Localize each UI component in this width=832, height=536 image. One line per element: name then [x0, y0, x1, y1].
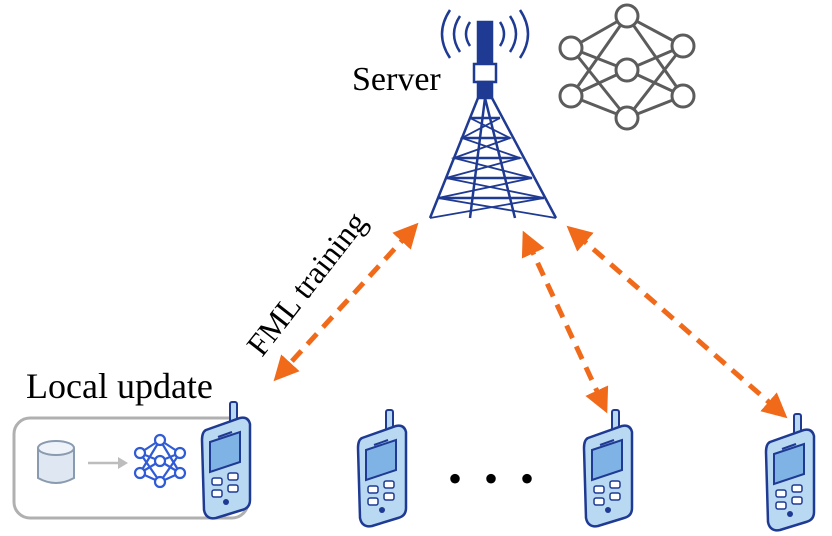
arrow-icon — [521, 230, 609, 414]
phone-icon — [582, 408, 634, 528]
phone-icon — [764, 412, 816, 532]
arrow-icon — [273, 222, 419, 382]
local-update-label: Local update — [26, 366, 213, 406]
arrow-icon — [566, 225, 788, 419]
neural-network-icon — [558, 3, 696, 131]
phone-icon — [356, 408, 408, 528]
server-label: Server — [352, 61, 441, 98]
ellipsis: • • • — [448, 456, 540, 501]
database-icon — [37, 440, 75, 484]
fml-training-label: FML training — [239, 204, 373, 362]
local-update-box — [12, 416, 250, 520]
neural-network-icon — [133, 433, 187, 489]
arrow-icon — [88, 457, 128, 469]
tower-icon — [428, 9, 558, 219]
